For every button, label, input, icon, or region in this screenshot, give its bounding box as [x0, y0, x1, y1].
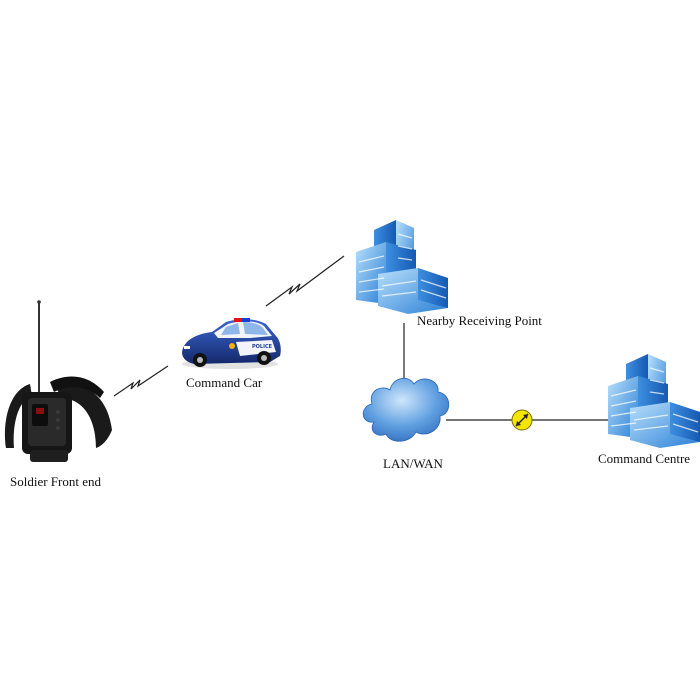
repeater-icon: [511, 409, 533, 431]
lan-wan-label: LAN/WAN: [383, 456, 443, 471]
backpack-radio-icon: [5, 300, 112, 462]
command-centre-label: Command Centre: [598, 451, 691, 466]
command-car-label: Command Car: [186, 375, 263, 390]
police-car-icon: POLICE: [182, 318, 281, 369]
centre-building-icon: [607, 353, 700, 449]
nearby-building-icon: [355, 219, 449, 315]
wireless-link-soldier-car: [113, 365, 169, 397]
car-police-text: POLICE: [252, 344, 273, 350]
cloud-icon: [362, 377, 450, 442]
wireless-link-car-nearby: [265, 255, 345, 307]
soldier-front-end-label: Soldier Front end: [10, 474, 101, 489]
nearby-receiving-point-label: Nearby Receiving Point: [417, 313, 542, 328]
